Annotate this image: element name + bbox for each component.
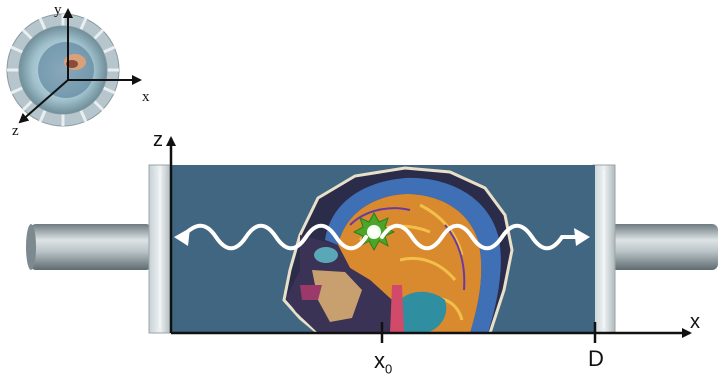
main-x-label: x [690,311,700,333]
x0-label: x0 [374,348,393,377]
axis-ticks [380,322,597,343]
inset-x-label: x [142,89,150,105]
ring-scanner-icon [6,13,120,127]
right-tube [606,224,718,270]
right-plate [592,164,616,334]
inset-axes [18,8,142,124]
d-label: D [588,346,604,371]
main-z-label: z [153,129,163,151]
x0-main: x [374,348,385,373]
inset-y-label: y [54,2,62,18]
x0-subscript: 0 [385,361,393,377]
main-axes [166,136,692,338]
wave-arrow-icon [174,223,590,251]
left-tube [26,224,152,270]
left-plate [148,164,172,334]
inset-z-label: z [12,123,19,139]
